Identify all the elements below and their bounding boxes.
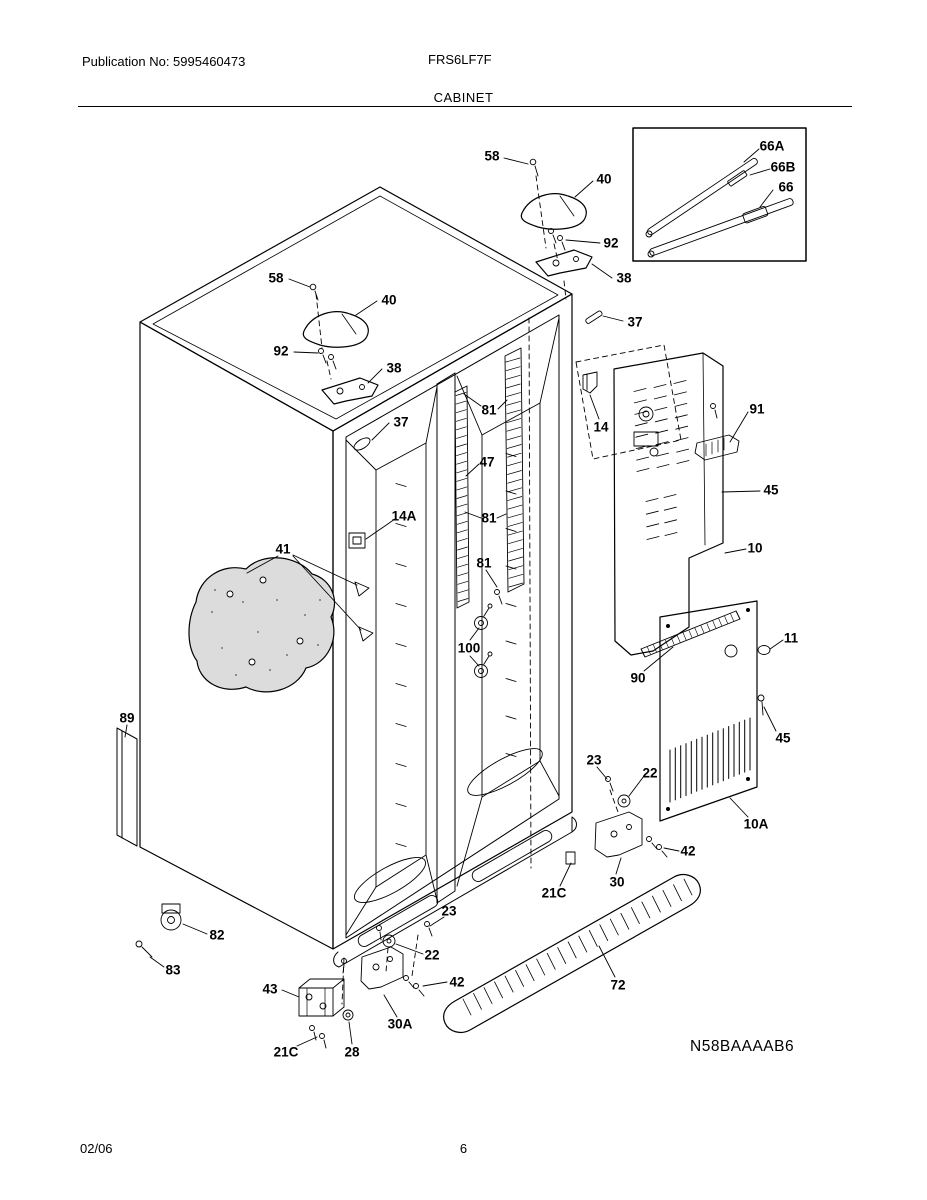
strip-90: [640, 610, 741, 658]
dashed-guides: [315, 175, 682, 1005]
hinge-pin: [353, 437, 371, 451]
hinge-group-right: [520, 158, 603, 324]
air-duct-panel: [613, 352, 724, 656]
hinge-cover: [302, 311, 369, 348]
hinge-pin: [585, 310, 603, 324]
diagram-code: N58BAAAAB6: [690, 1038, 795, 1055]
strip-89: [116, 727, 138, 847]
toe-slot-right: [471, 830, 553, 882]
hinge-plate: [535, 249, 593, 277]
model-number: FRS6LF7F: [428, 52, 492, 67]
footer-date: 02/06: [80, 1141, 113, 1156]
floor-pan-freezer: [354, 857, 426, 903]
hinge-plate: [321, 377, 379, 405]
rear-panel-10a: [659, 600, 765, 822]
shelf-dashes-freezer: [395, 483, 407, 847]
handle-66: [649, 198, 794, 256]
title-rule: [78, 106, 852, 107]
stipple-dots: [211, 589, 321, 676]
publication-number: Publication No: 5995460473: [82, 54, 246, 69]
clip-14: [582, 371, 598, 394]
grommets-100: [474, 603, 493, 678]
hinge-cover: [520, 193, 587, 230]
shelf-dashes-fresh: [505, 453, 517, 757]
section-title: CABINET: [433, 90, 494, 105]
bracket-43-group: [298, 958, 354, 1049]
vent-slats: [669, 717, 751, 803]
hole-plug: [354, 581, 374, 642]
handle-66b: [727, 170, 748, 187]
bottom-trim: [333, 816, 577, 968]
grille-slats: [462, 878, 693, 1016]
bracket-30-group: [565, 776, 668, 865]
leader-lines: [124, 148, 784, 1047]
divider-rails: [454, 347, 525, 609]
bracket-91: [694, 403, 740, 461]
cabinet-body: [139, 186, 577, 968]
toe-grille-72: [443, 874, 701, 1033]
footer-page-number: 6: [459, 1141, 468, 1156]
clip-14a: [348, 532, 366, 549]
hinge-group-left: [302, 283, 379, 451]
bracket-30a-group: [360, 921, 433, 997]
floor-pan-fresh: [467, 748, 543, 796]
handle-inset-box: [632, 127, 807, 262]
toe-slot-left: [357, 895, 439, 947]
ring-11: [757, 645, 771, 655]
insulation-patch: [188, 557, 374, 693]
roller-82-group: [135, 903, 182, 958]
handle-66a: [647, 157, 758, 236]
